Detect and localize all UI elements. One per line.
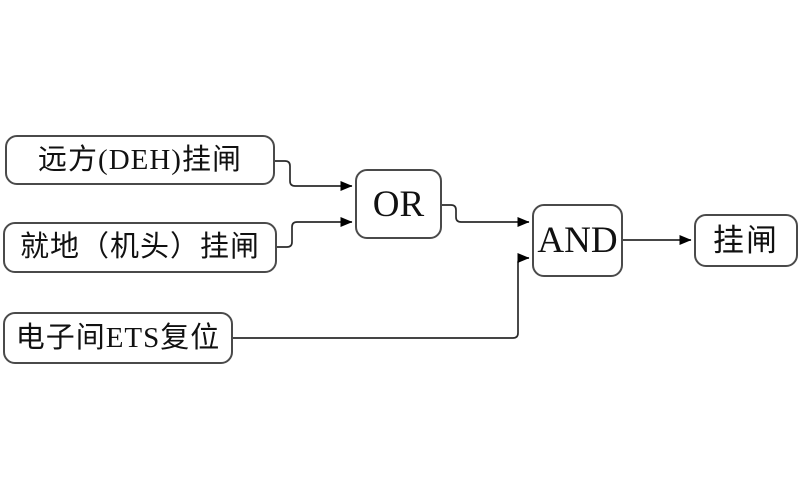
and-gate-label: AND [537,220,618,261]
node-latch-output-label: 挂闸 [713,223,779,258]
and-gate: AND [532,204,623,277]
node-remote-deh-latch: 远方(DEH)挂闸 [5,135,275,185]
or-gate: OR [355,169,442,239]
node-ets-reset-label: 电子间ETS复位 [15,321,221,354]
connector-input1-to-or [275,160,353,191]
connector-input2-to-or [277,217,353,248]
connector-input3-to-and [233,253,530,339]
node-remote-deh-latch-label: 远方(DEH)挂闸 [38,143,242,176]
connector-or-to-and [442,204,530,227]
node-local-head-latch-label: 就地（机头）挂闸 [19,231,260,263]
or-gate-label: OR [372,183,425,225]
node-ets-reset: 电子间ETS复位 [3,312,233,364]
node-local-head-latch: 就地（机头）挂闸 [3,222,277,273]
node-latch-output: 挂闸 [694,214,798,267]
